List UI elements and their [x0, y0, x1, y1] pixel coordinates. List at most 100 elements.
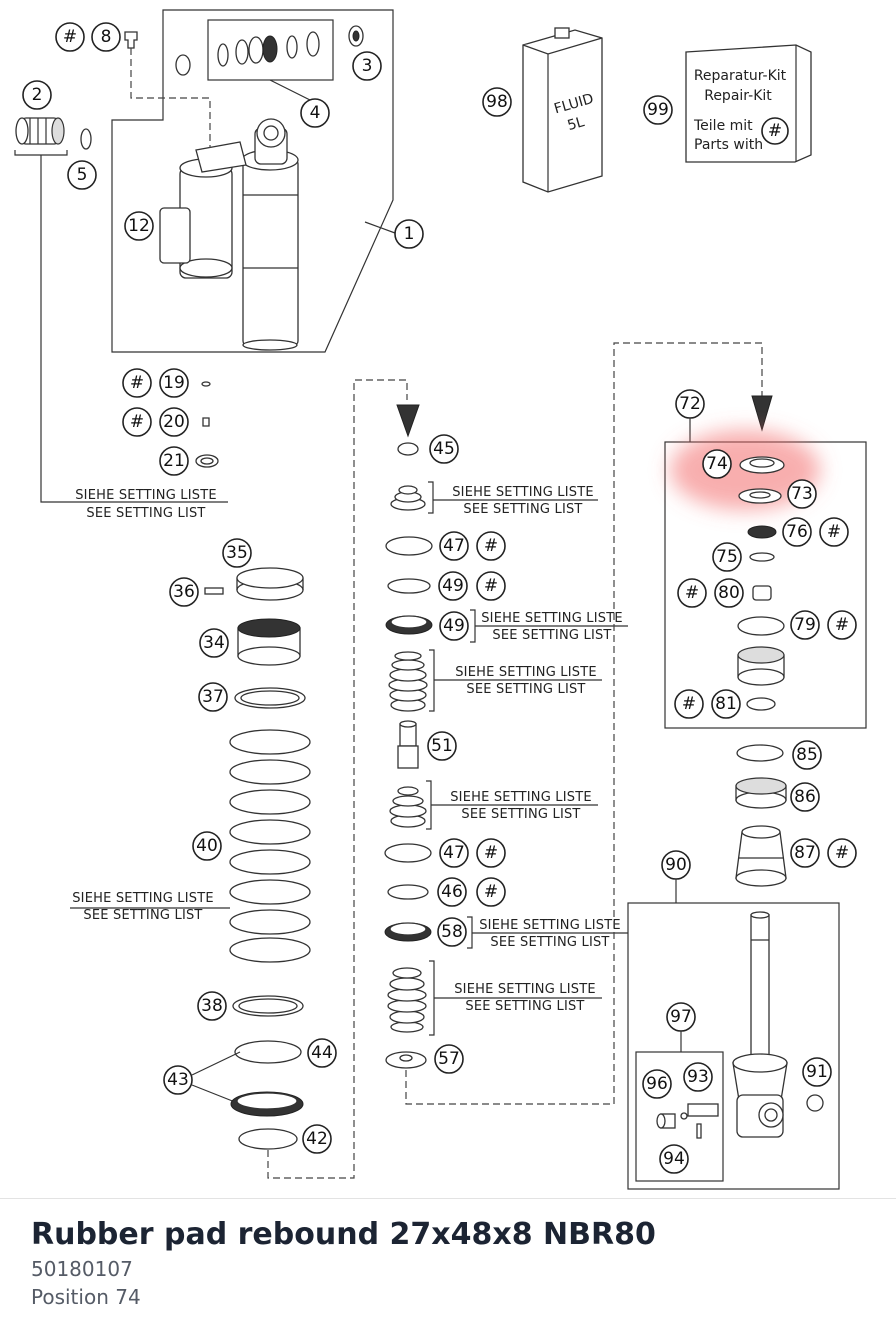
callout-hash[interactable]: #	[122, 368, 152, 398]
callout-45[interactable]: 45	[429, 434, 459, 464]
callout-80[interactable]: 80	[714, 578, 744, 608]
callout-hash[interactable]: #	[476, 877, 506, 907]
svg-text:#: #	[130, 373, 144, 393]
callout-47[interactable]: 47	[439, 838, 469, 868]
callout-38[interactable]: 38	[197, 991, 227, 1021]
svg-text:SIEHE SETTING LISTE: SIEHE SETTING LISTE	[455, 665, 597, 680]
callout-hash[interactable]: #	[476, 531, 506, 561]
callout-97[interactable]: 97	[666, 1002, 696, 1032]
callout-94[interactable]: 94	[659, 1144, 689, 1174]
part-91-nut	[806, 1094, 824, 1112]
callout-21[interactable]: 21	[159, 446, 189, 476]
part-87-bump-stop	[735, 825, 787, 887]
callout-73[interactable]: 73	[787, 479, 817, 509]
svg-text:SEE SETTING LIST: SEE SETTING LIST	[465, 999, 584, 1014]
callout-72[interactable]: 72	[675, 389, 705, 419]
callout-hash[interactable]: #	[761, 117, 789, 145]
callout-3[interactable]: 3	[352, 51, 382, 81]
callout-43[interactable]: 43	[163, 1065, 193, 1095]
part-49-ring	[387, 578, 431, 594]
part-seal-head	[737, 646, 785, 686]
callout-36[interactable]: 36	[169, 577, 199, 607]
part-45-nut	[397, 442, 419, 456]
callout-57[interactable]: 57	[434, 1044, 464, 1074]
svg-text:97: 97	[670, 1007, 692, 1027]
svg-text:90: 90	[665, 855, 687, 875]
callout-49[interactable]: 49	[439, 611, 469, 641]
callout-86[interactable]: 86	[790, 782, 820, 812]
callout-98[interactable]: 98	[482, 87, 512, 117]
callout-hash[interactable]: #	[476, 838, 506, 868]
callout-37[interactable]: 37	[198, 682, 228, 712]
callout-79[interactable]: 79	[790, 610, 820, 640]
callout-20[interactable]: 20	[159, 407, 189, 437]
svg-text:SEE SETTING LIST: SEE SETTING LIST	[463, 502, 582, 517]
callout-87[interactable]: 87	[790, 838, 820, 868]
svg-text:36: 36	[173, 582, 195, 602]
part-47-washer	[384, 843, 432, 863]
exploded-parts-diagram: # 8 2 5 3 4 12 1 FLUID 5L 98 Reparatur-K…	[14, 9, 867, 1190]
callout-75[interactable]: 75	[712, 542, 742, 572]
callout-hash[interactable]: #	[677, 578, 707, 608]
svg-text:SEE SETTING LIST: SEE SETTING LIST	[466, 682, 585, 697]
setting-note: SIEHE SETTING LISTE SEE SETTING LIST	[72, 891, 213, 923]
svg-text:SEE SETTING LIST: SEE SETTING LIST	[490, 935, 609, 950]
callout-hash[interactable]: #	[827, 838, 857, 868]
svg-text:SIEHE SETTING LISTE: SIEHE SETTING LISTE	[454, 982, 596, 997]
callout-99[interactable]: 99	[643, 95, 673, 125]
callout-93[interactable]: 93	[683, 1062, 713, 1092]
svg-text:86: 86	[794, 787, 816, 807]
part-51-bolt	[397, 720, 419, 769]
svg-text:Reparatur-Kit: Reparatur-Kit	[694, 68, 787, 84]
setting-note: SIEHE SETTING LISTE SEE SETTING LIST	[455, 665, 597, 697]
callout-12[interactable]: 12	[124, 211, 154, 241]
callout-8[interactable]: 8	[91, 22, 121, 52]
callout-1[interactable]: 1	[394, 219, 424, 249]
callout-hash[interactable]: #	[827, 610, 857, 640]
callout-76[interactable]: 76	[782, 517, 812, 547]
callout-hash[interactable]: #	[55, 22, 85, 52]
svg-text:94: 94	[663, 1149, 685, 1169]
callout-35[interactable]: 35	[222, 538, 252, 568]
callout-hash[interactable]: #	[819, 517, 849, 547]
callout-hash[interactable]: #	[476, 571, 506, 601]
svg-text:76: 76	[786, 522, 808, 542]
callout-91[interactable]: 91	[802, 1057, 832, 1087]
callout-74[interactable]: 74	[702, 449, 732, 479]
callout-96[interactable]: 96	[642, 1069, 672, 1099]
callout-hash[interactable]: #	[674, 689, 704, 719]
repair-kit-box: Reparatur-Kit Repair-Kit Teile mit Parts…	[685, 44, 812, 163]
svg-text:91: 91	[806, 1062, 828, 1082]
part-nut-small	[175, 54, 191, 76]
callout-49[interactable]: 49	[438, 571, 468, 601]
callout-47[interactable]: 47	[439, 531, 469, 561]
svg-text:#: #	[484, 536, 498, 556]
callout-34[interactable]: 34	[199, 628, 229, 658]
callout-2[interactable]: 2	[22, 80, 52, 110]
shock-body	[241, 118, 299, 351]
callout-44[interactable]: 44	[307, 1038, 337, 1068]
callout-58[interactable]: 58	[437, 917, 467, 947]
callout-19[interactable]: 19	[159, 368, 189, 398]
svg-text:#: #	[484, 882, 498, 902]
callout-85[interactable]: 85	[792, 740, 822, 770]
callout-81[interactable]: 81	[711, 689, 741, 719]
svg-text:#: #	[682, 694, 696, 714]
callout-51[interactable]: 51	[427, 731, 457, 761]
svg-text:85: 85	[796, 745, 818, 765]
callout-4[interactable]: 4	[300, 98, 330, 128]
svg-text:1: 1	[404, 224, 415, 244]
svg-text:46: 46	[441, 882, 463, 902]
part-97-frame	[635, 1051, 724, 1182]
callout-5[interactable]: 5	[67, 160, 97, 190]
callout-46[interactable]: 46	[437, 877, 467, 907]
part-94-spring	[696, 1123, 702, 1139]
callout-90[interactable]: 90	[661, 850, 691, 880]
callout-40[interactable]: 40	[192, 831, 222, 861]
callout-42[interactable]: 42	[302, 1124, 332, 1154]
svg-text:5: 5	[77, 165, 88, 185]
svg-text:20: 20	[163, 412, 185, 432]
callout-hash[interactable]: #	[122, 407, 152, 437]
svg-text:#: #	[835, 843, 849, 863]
setting-note: SIEHE SETTING LISTE SEE SETTING LIST	[454, 982, 596, 1014]
